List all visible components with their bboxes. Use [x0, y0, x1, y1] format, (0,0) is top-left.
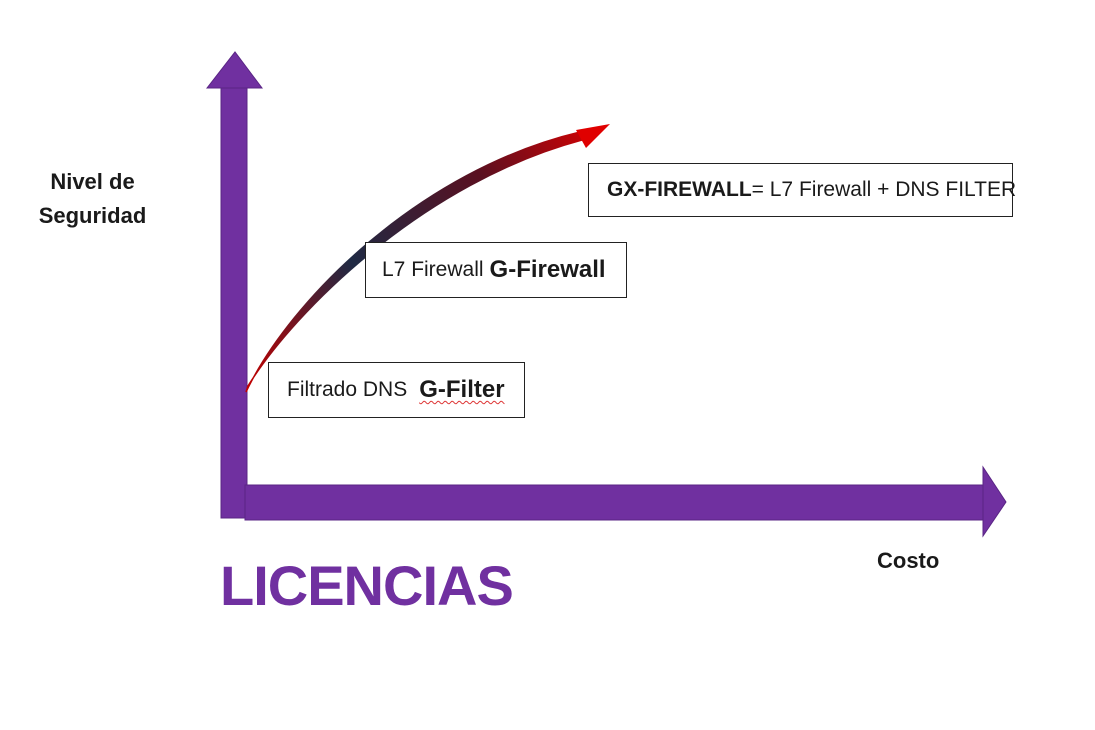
- y-axis-label-line1: Nivel de: [50, 169, 135, 194]
- y-axis-label: Nivel de Seguridad: [30, 165, 155, 233]
- x-axis-label: Costo: [877, 548, 940, 573]
- y-axis-arrow: [205, 51, 263, 519]
- g-filter-box: Filtrado DNS G-Filter: [268, 362, 525, 418]
- curve-arrowhead: [576, 124, 610, 148]
- gx-firewall-box-name: GX-FIREWALL: [607, 178, 752, 201]
- y-axis-label-line2: Seguridad: [38, 203, 147, 228]
- licencias-title: LICENCIAS: [220, 554, 514, 617]
- gx-firewall-box-suffix: = L7 Firewall + DNS FILTER: [751, 178, 1017, 201]
- gx-firewall-box: GX-FIREWALL = L7 Firewall + DNS FILTER: [588, 163, 1016, 217]
- x-axis-arrow: [244, 465, 1007, 538]
- progression-curve-arrow: [245, 124, 610, 393]
- g-firewall-box-prefix: L7 Firewall: [382, 258, 484, 281]
- g-filter-box-name: G-Filter: [419, 376, 505, 403]
- g-firewall-box-name: G-Firewall: [489, 256, 606, 283]
- g-firewall-box: L7 Firewall G-Firewall: [365, 242, 627, 298]
- g-filter-box-prefix: Filtrado DNS: [287, 378, 408, 401]
